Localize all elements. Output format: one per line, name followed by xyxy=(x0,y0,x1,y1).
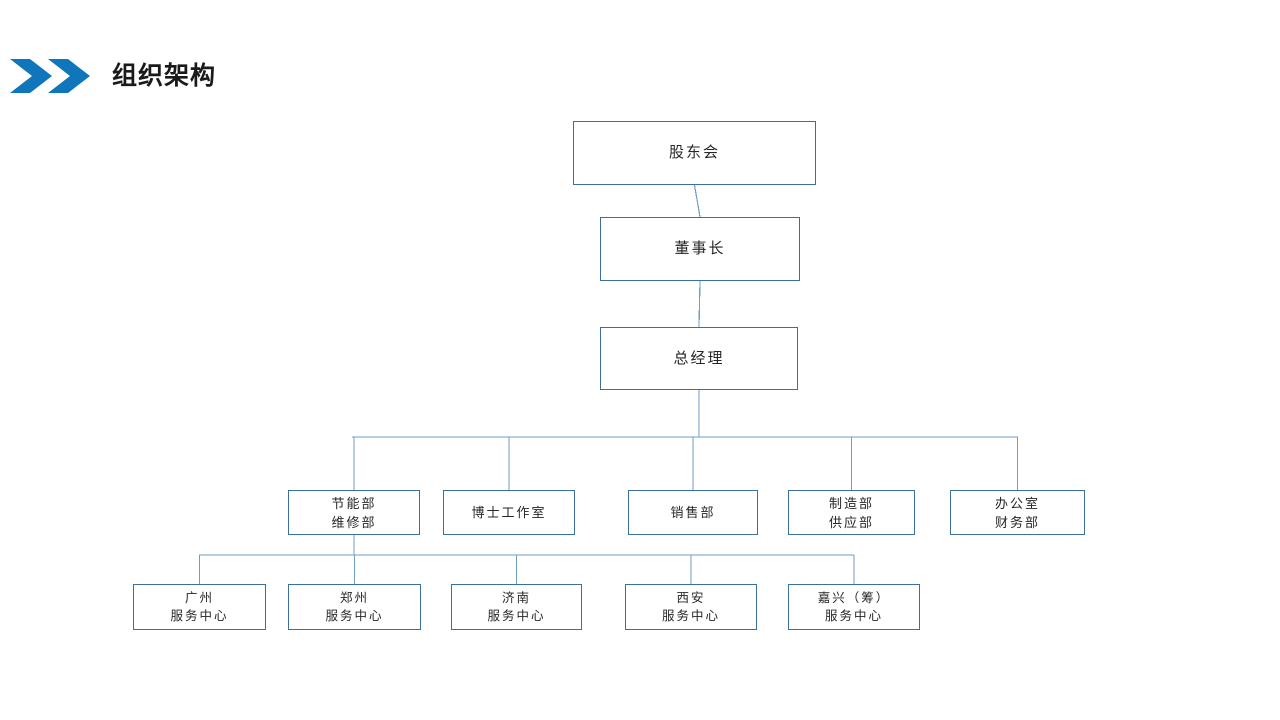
org-node-chairman[interactable]: 董事长 xyxy=(600,217,800,281)
org-node-label: 广州 xyxy=(184,591,214,605)
org-node-sales[interactable]: 销售部 xyxy=(628,490,758,535)
org-node-manufacturing-supply[interactable]: 制造部供应部 xyxy=(788,490,915,535)
org-node-label: 西安 xyxy=(676,591,706,605)
org-node-label: 供应部 xyxy=(828,514,874,530)
org-node-office-finance[interactable]: 办公室财务部 xyxy=(950,490,1085,535)
org-node-label: 郑州 xyxy=(339,591,369,605)
org-node-label: 股东会 xyxy=(668,144,720,161)
page-title: 组织架构 xyxy=(112,62,217,90)
org-node-label: 财务部 xyxy=(994,514,1040,530)
org-node-doctoral-studio[interactable]: 博士工作室 xyxy=(443,490,575,535)
org-node-energy-maintenance[interactable]: 节能部维修部 xyxy=(288,490,420,535)
org-node-label: 服务中心 xyxy=(325,609,384,623)
org-node-label: 节能部 xyxy=(331,495,377,511)
org-node-label: 服务中心 xyxy=(170,609,229,623)
connector-shareholders-chairman xyxy=(693,184,701,218)
org-node-label: 服务中心 xyxy=(487,609,546,623)
org-node-label: 嘉兴（筹） xyxy=(817,591,891,605)
org-node-xian-service[interactable]: 西安服务中心 xyxy=(625,584,757,630)
org-node-label: 销售部 xyxy=(670,505,716,520)
org-node-guangzhou-service[interactable]: 广州服务中心 xyxy=(133,584,266,630)
org-node-label: 济南 xyxy=(501,591,531,605)
org-node-label: 服务中心 xyxy=(824,609,883,623)
double-chevron-right-icon xyxy=(10,59,90,93)
org-node-label: 博士工作室 xyxy=(471,505,547,520)
org-node-label: 服务中心 xyxy=(661,609,720,623)
org-node-label: 制造部 xyxy=(828,495,874,511)
org-node-label: 总经理 xyxy=(673,349,725,367)
org-node-jinan-service[interactable]: 济南服务中心 xyxy=(451,584,582,630)
org-node-general-manager[interactable]: 总经理 xyxy=(600,327,798,390)
org-node-jiaxing-service[interactable]: 嘉兴（筹） 服务中心 xyxy=(788,584,920,630)
org-node-zhengzhou-service[interactable]: 郑州服务中心 xyxy=(288,584,421,630)
org-node-label: 维修部 xyxy=(331,514,377,530)
connector-chairman-general-manager xyxy=(698,280,701,328)
org-node-label: 办公室 xyxy=(994,495,1040,511)
slide-header: 组织架构 xyxy=(0,52,560,102)
org-node-shareholders[interactable]: 股东会 xyxy=(573,121,816,185)
org-node-label: 董事长 xyxy=(674,240,726,257)
